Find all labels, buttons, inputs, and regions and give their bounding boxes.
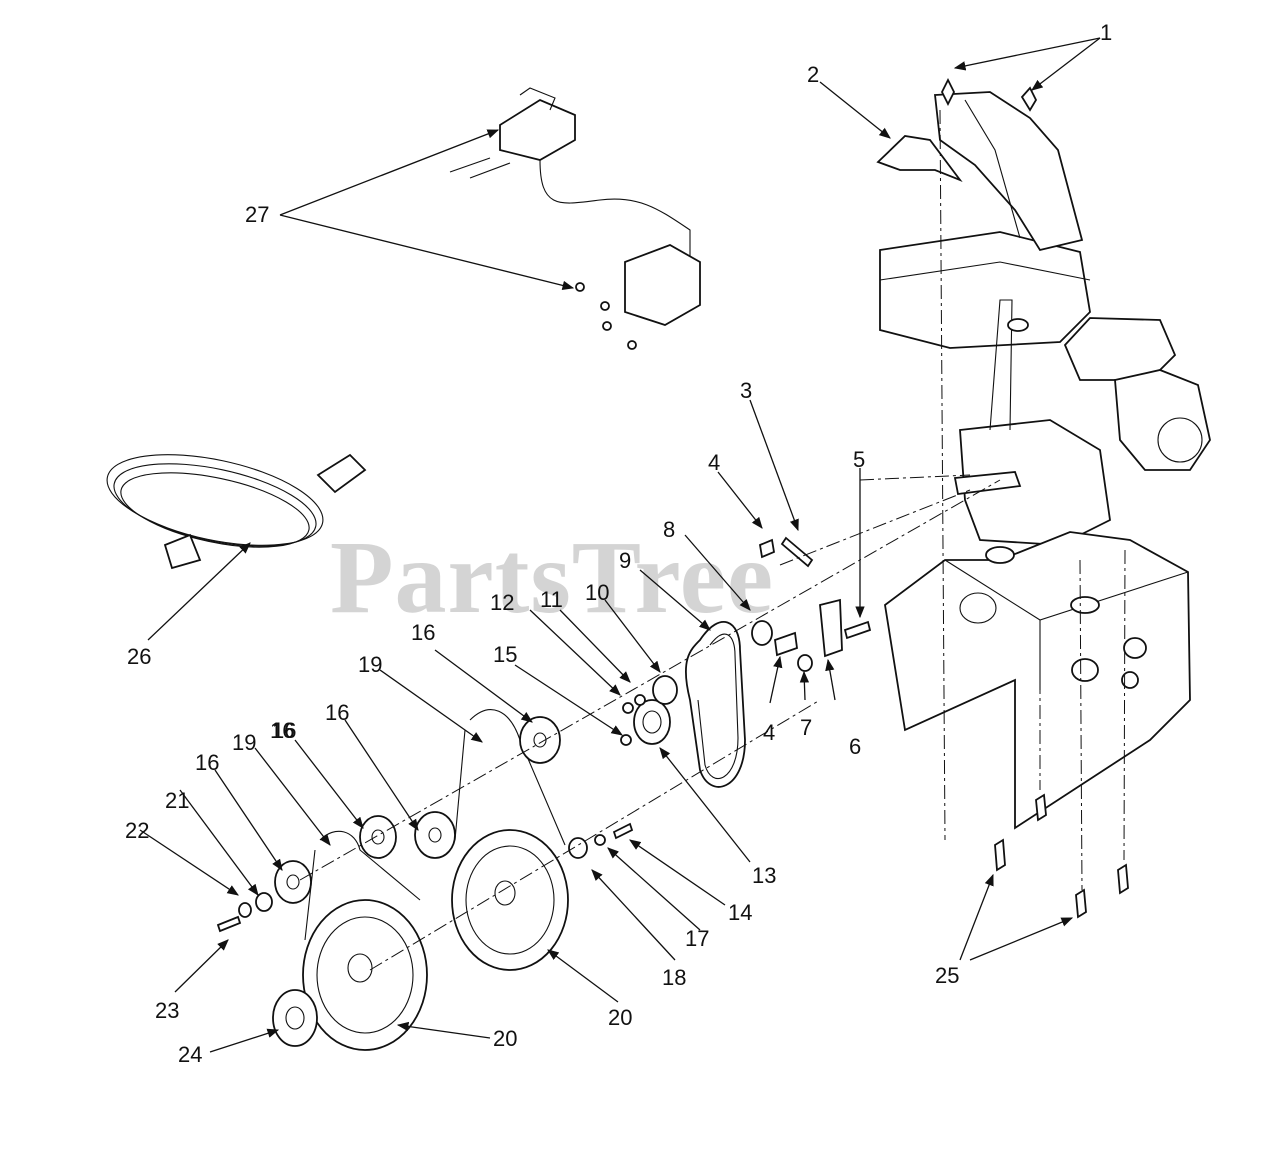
extension-cord	[106, 453, 367, 570]
callout-3: 3	[740, 378, 752, 403]
callout-16: 16	[270, 718, 294, 743]
starter-switch-box	[449, 87, 701, 350]
callout-19: 19	[232, 730, 256, 755]
callout-8: 8	[663, 517, 675, 542]
callout-4: 4	[708, 450, 720, 475]
callout-5: 5	[853, 447, 865, 472]
callout-1: 1	[1100, 20, 1112, 45]
callout-16: 16	[272, 718, 296, 743]
callout-14: 14	[728, 900, 752, 925]
callout-19: 19	[358, 652, 382, 677]
belts-pulleys	[272, 621, 746, 1051]
callout-17: 17	[685, 926, 709, 951]
watermark: PartsTree	[330, 520, 774, 635]
callout-11: 11	[540, 587, 563, 612]
callout-26: 26	[127, 644, 151, 669]
frame-housing	[884, 531, 1191, 830]
callout-21: 21	[165, 788, 189, 813]
callout-20: 20	[493, 1026, 517, 1051]
callout-15: 15	[493, 642, 517, 667]
hardware-washers	[216, 77, 1129, 933]
callout-25: 25	[935, 963, 959, 988]
callout-18: 18	[662, 965, 686, 990]
callout-16: 16	[411, 620, 435, 645]
callout-27: 27	[245, 202, 269, 227]
callout-4: 4	[763, 720, 775, 745]
callout-labels: 1 2 3 4 4 5 6 7 8 9 10 11 12 13 14 15 16…	[125, 20, 1112, 1067]
callout-22: 22	[125, 818, 149, 843]
callout-20: 20	[608, 1005, 632, 1030]
callout-16: 16	[325, 700, 349, 725]
callout-9: 9	[619, 548, 631, 573]
callout-16: 16	[195, 750, 219, 775]
callout-6: 6	[849, 734, 861, 759]
callout-23: 23	[155, 998, 179, 1023]
callout-7: 7	[800, 715, 812, 740]
callout-12: 12	[490, 590, 514, 615]
engine-assembly	[876, 91, 1211, 546]
alignment-lines	[299, 109, 1126, 971]
callout-10: 10	[585, 580, 609, 605]
callout-2: 2	[807, 62, 819, 87]
callout-13: 13	[752, 863, 776, 888]
leader-arrows	[139, 37, 1101, 1053]
callout-24: 24	[178, 1042, 202, 1067]
